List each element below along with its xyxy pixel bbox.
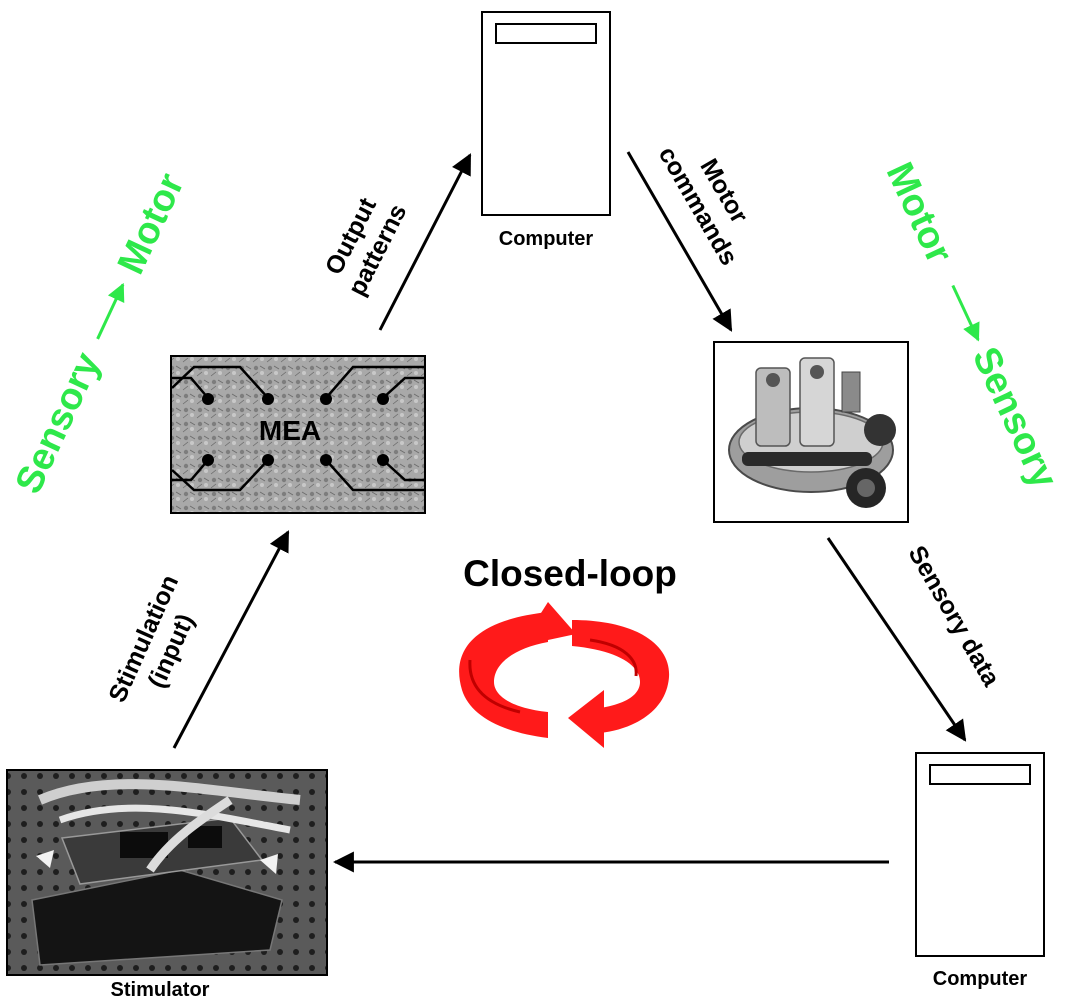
green-arrow-icon (96, 282, 125, 340)
arrow-computer-to-robot (626, 151, 733, 332)
computer-bottom: Computer (915, 752, 1045, 990)
arrow-robot-to-computer (826, 537, 967, 742)
robot-node (713, 341, 909, 523)
electrode-dots (202, 393, 389, 466)
computer-bottom-label: Computer (933, 968, 1028, 990)
mea-node: MEA (170, 355, 426, 514)
side-label-sensory-to-motor: Sensory Motor (8, 167, 193, 500)
stimulator-node: Stimulator (6, 769, 328, 1001)
computer-top: Computer (481, 11, 611, 250)
svg-text:Sensory: Sensory (8, 346, 109, 500)
computer-tower-icon (481, 11, 611, 216)
closed-loop-title: Closed-loop (463, 553, 677, 594)
green-arrow-icon (951, 284, 980, 342)
mea-culture-photo (170, 355, 426, 514)
stimulator-label: Stimulator (111, 979, 210, 1001)
computer-top-label: Computer (499, 228, 594, 250)
svg-text:Motor: Motor (878, 156, 961, 270)
arrow-mea-to-computer (378, 153, 472, 331)
edge-label-output-patterns: Output patterns (320, 193, 413, 300)
mea-label: MEA (259, 415, 321, 446)
arrow-stimulator-to-mea (172, 530, 290, 749)
robot-photo (728, 357, 896, 508)
drive-slot (929, 764, 1031, 785)
electrode-traces (171, 365, 424, 492)
computer-tower-icon (915, 752, 1045, 957)
edge-label-stimulation-input: Stimulation (input) (103, 571, 199, 707)
circular-arrows-icon (459, 602, 670, 748)
svg-text:Sensory: Sensory (964, 341, 1065, 495)
stimulator-board-photo (6, 769, 328, 976)
drive-slot (495, 23, 597, 44)
edge-label-motor-commands: Motor commands (653, 142, 754, 270)
svg-text:Motor: Motor (110, 167, 193, 281)
